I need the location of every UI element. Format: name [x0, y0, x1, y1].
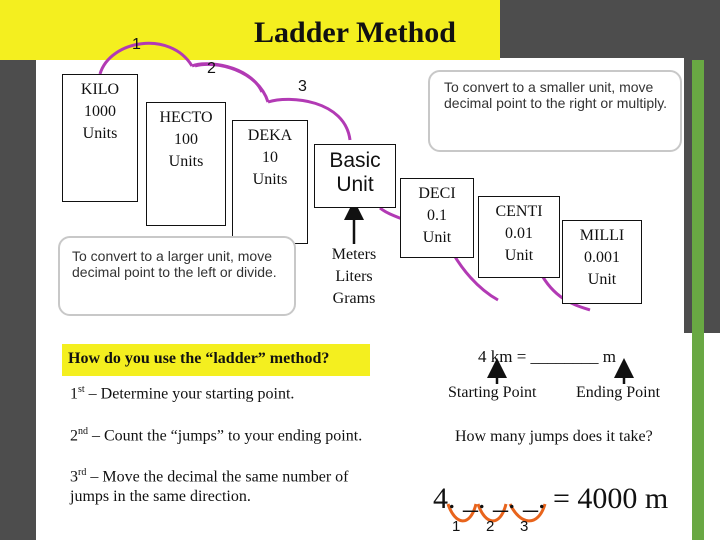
- instruction-3: 3rd – Move the decimal the same number o…: [70, 467, 349, 506]
- title-bar: Ladder Method: [0, 0, 500, 60]
- question-banner: How do you use the “ladder” method?: [62, 344, 370, 376]
- jump-number-2: 2: [207, 60, 216, 77]
- jump-number-3: 3: [298, 78, 307, 95]
- answer-jump-label-2: 2: [486, 518, 495, 535]
- ending-point-label: Ending Point: [576, 384, 661, 401]
- accent-bar: [692, 60, 704, 540]
- jump-arrow-3: [194, 62, 270, 103]
- answer-jump-label-1: 1: [452, 518, 461, 535]
- example-equation: 4 km = ________ m: [478, 347, 617, 366]
- answer-jump-2: [476, 503, 508, 523]
- jumps-question: How many jumps does it take?: [455, 428, 653, 445]
- instruction-1: 1st – Determine your starting point.: [70, 384, 295, 403]
- instruction-2: 2nd – Count the “jumps” to your ending p…: [70, 426, 363, 445]
- starting-point-label: Starting Point: [448, 384, 537, 401]
- question-text: How do you use the “ladder” method?: [68, 350, 330, 367]
- jump-arrow-4: [267, 97, 352, 141]
- answer-equation: 4. _. _. _. = 4000 m: [433, 482, 669, 515]
- jump-arrow-1: [98, 41, 194, 75]
- jump-number-1: 1: [132, 36, 141, 53]
- answer-jump-label-3: 3: [520, 518, 529, 535]
- slide-title: Ladder Method: [254, 16, 456, 49]
- answer-jump-3: [508, 503, 547, 523]
- answer-jump-1: [446, 503, 478, 523]
